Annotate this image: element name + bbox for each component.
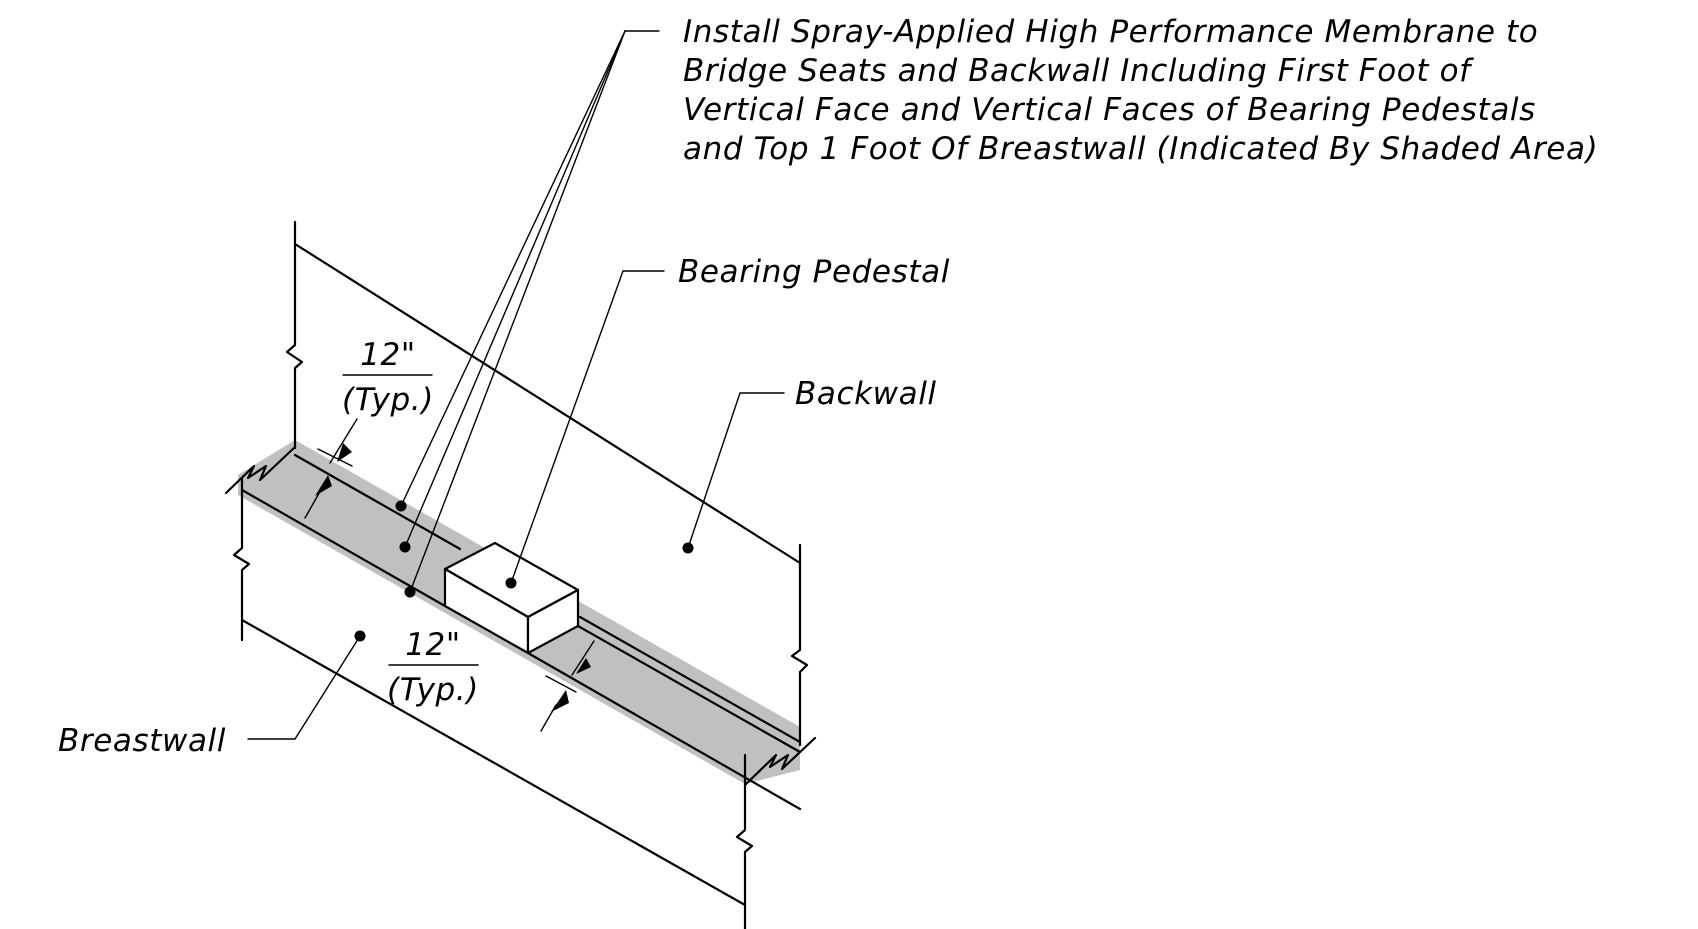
dim-upper-note: (Typ.)	[342, 382, 434, 418]
backwall-leader-dot	[682, 542, 694, 554]
dim-upper-arrow-line-a	[329, 418, 358, 464]
membrane-note-leader-2	[404, 30, 626, 548]
dim-lower-arrowhead-a	[576, 658, 591, 674]
dim-lower-extension-line	[545, 675, 577, 693]
backwall-label: Backwall	[795, 376, 937, 412]
bearing-pedestal-label: Bearing Pedestal	[678, 254, 950, 290]
membrane-leader-dot-1	[395, 500, 407, 512]
membrane-note-leader-1	[400, 30, 626, 507]
dim-lower-arrowhead-b	[551, 690, 569, 712]
dim-upper-extension-line	[317, 448, 353, 467]
breastwall-leader	[247, 635, 361, 740]
bearing-pedestal-leader	[510, 270, 665, 584]
backwall-right-break-line	[790, 543, 809, 747]
dim-upper-value: 12"	[360, 337, 416, 373]
pedestal-base-back-edge	[576, 624, 802, 754]
seat-left-break-line	[224, 445, 297, 495]
membrane-note-line-1: Install Spray-Applied High Performance M…	[683, 14, 1538, 50]
breastwall-leader-dot	[354, 630, 366, 642]
dim-upper-arrowhead-b	[315, 475, 332, 496]
breastwall-left-break-line	[232, 476, 251, 642]
membrane-leader-dot-2	[399, 541, 411, 553]
bridge-seat-front-edge-right	[526, 651, 802, 811]
bridge-seat-back-edge-right	[578, 615, 802, 744]
membrane-note-line-3: Vertical Face and Vertical Faces of Bear…	[683, 92, 1536, 128]
membrane-leader-dot-3	[404, 586, 416, 598]
backwall-top-edge	[293, 242, 802, 565]
breastwall-label: Breastwall	[58, 723, 226, 759]
backwall-left-break-line	[285, 220, 304, 450]
seat-right-break-line	[743, 736, 817, 787]
membrane-note-line-4: and Top 1 Foot Of Breastwall (Indicated …	[683, 131, 1598, 167]
backwall-leader	[687, 392, 785, 549]
dim-lower-note: (Typ.)	[387, 672, 479, 708]
breastwall-right-break-line	[735, 753, 754, 929]
dim-lower-value: 12"	[405, 627, 461, 663]
membrane-note-leader-3	[409, 30, 626, 593]
bearing-pedestal-leader-dot	[505, 577, 517, 589]
dim-lower-arrow-line-a	[571, 640, 595, 676]
breastwall-bottom-edge	[240, 618, 747, 907]
dim-upper-arrowhead-a	[337, 443, 352, 462]
membrane-note-line-2: Bridge Seats and Backwall Including Firs…	[683, 53, 1474, 89]
